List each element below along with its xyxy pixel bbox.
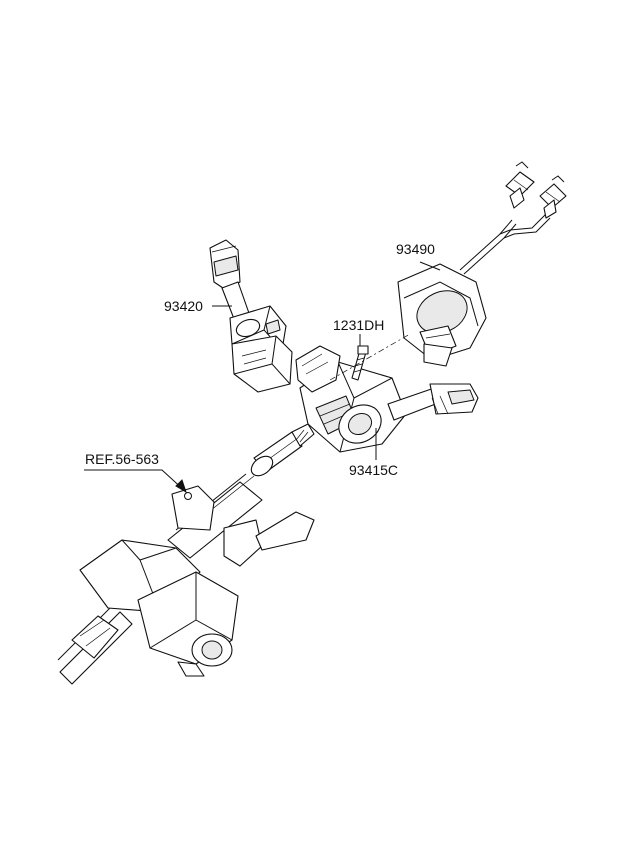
label-93420: 93420 [164,298,203,314]
light-switch-stalk [209,239,293,393]
steering-column [57,423,315,685]
multifunction-switch-body [295,345,479,453]
label-1231dh: 1231DH [333,317,385,333]
clock-spring [397,161,567,367]
leader-lines [84,261,441,494]
label-93415c: 93415C [349,462,399,478]
label-93490: 93490 [396,241,435,257]
screw-1231dh [351,345,369,381]
label-ref: REF.56-563 [85,451,159,467]
